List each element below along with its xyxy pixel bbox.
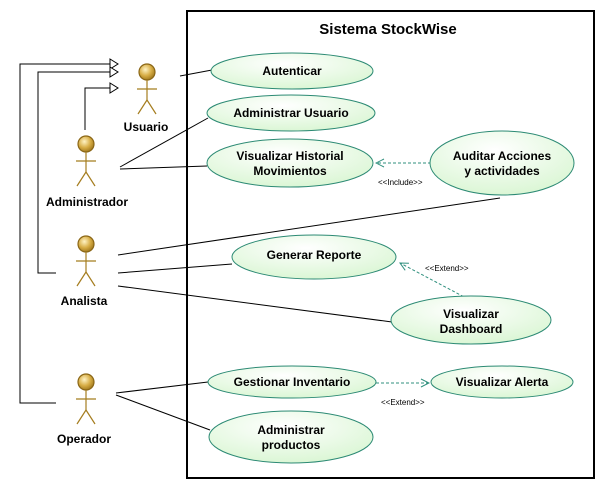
use-case-label: Gestionar Inventario xyxy=(234,375,351,389)
extend-label-alerta: <<Extend>> xyxy=(381,398,425,407)
use-case-visualizar-historial[interactable]: Visualizar Historial Movimientos xyxy=(206,138,374,188)
use-case-label: Autenticar xyxy=(262,64,322,78)
use-case-label: Dashboard xyxy=(440,322,503,336)
use-case-label: Generar Reporte xyxy=(267,248,362,262)
use-case-auditar-acciones[interactable]: Auditar Acciones y actividades xyxy=(429,130,575,196)
system-title: Sistema StockWise xyxy=(319,21,456,38)
actor-analista[interactable] xyxy=(76,235,96,287)
use-case-label: y actividades xyxy=(464,164,540,178)
dependency-lines xyxy=(376,163,469,383)
actor-administrador[interactable] xyxy=(76,135,96,187)
use-case-administrar-usuario[interactable]: Administrar Usuario xyxy=(206,94,376,132)
actor-usuario[interactable] xyxy=(137,63,157,115)
use-case-visualizar-dashboard[interactable]: Visualizar Dashboard xyxy=(390,295,552,345)
use-case-generar-reporte[interactable]: Generar Reporte xyxy=(231,234,397,280)
use-case-label: Administrar Usuario xyxy=(233,106,348,120)
use-case-label: Visualizar xyxy=(443,307,499,321)
use-case-label: Visualizar Historial xyxy=(236,149,343,163)
use-case-label: Administrar xyxy=(257,423,325,437)
actor-operador[interactable] xyxy=(76,373,96,425)
use-case-label: Movimientos xyxy=(253,164,327,178)
extend-label-reporte: <<Extend>> xyxy=(425,264,469,273)
use-case-administrar-productos[interactable]: Administrar productos xyxy=(208,410,374,464)
use-case-label: Visualizar Alerta xyxy=(456,375,549,389)
actor-label-analista: Analista xyxy=(61,294,108,308)
include-label: <<Include>> xyxy=(378,178,423,187)
use-case-autenticar[interactable]: Autenticar xyxy=(210,52,374,90)
association-lines xyxy=(115,69,501,431)
use-case-label: productos xyxy=(262,438,321,452)
use-case-label: Auditar Acciones xyxy=(453,149,552,163)
actor-label-operador: Operador xyxy=(57,432,111,446)
actor-label-usuario: Usuario xyxy=(124,120,169,134)
generalization-lines xyxy=(19,63,110,404)
use-case-visualizar-alerta[interactable]: Visualizar Alerta xyxy=(430,365,574,399)
use-case-gestionar-inventario[interactable]: Gestionar Inventario xyxy=(207,365,377,399)
actor-label-administrador: Administrador xyxy=(46,195,128,209)
generalization-arrowheads xyxy=(109,58,119,94)
